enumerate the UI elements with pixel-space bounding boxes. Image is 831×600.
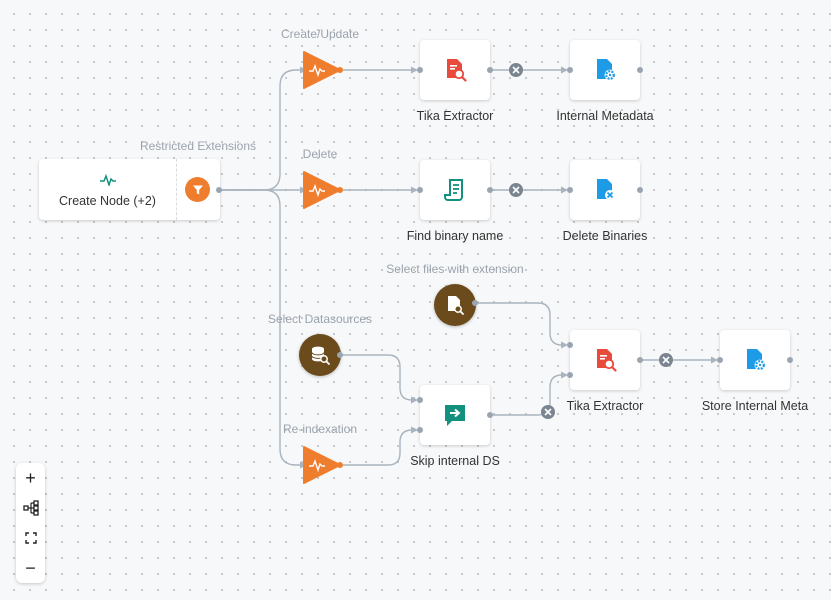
zoom-out-button[interactable]: −	[16, 553, 45, 583]
node-store-internal-meta-label: Store Internal Meta	[701, 399, 809, 413]
start-node-label: Create Node (+2)	[59, 194, 156, 208]
filter-button[interactable]	[185, 177, 210, 202]
node-tika-extractor-1-label: Tika Extractor	[416, 109, 494, 123]
node-select-files-with-extension[interactable]	[434, 284, 476, 326]
layout-tree-icon	[22, 500, 39, 516]
edge-select-ds-to-skip	[341, 354, 414, 401]
document-gear-icon	[747, 349, 766, 371]
remove-edge-button[interactable]	[659, 353, 673, 367]
delete-binaries-input-port[interactable]	[567, 187, 573, 193]
node-find-binary-name-label: Find binary name	[406, 229, 504, 243]
tika2-output-port[interactable]	[637, 357, 643, 363]
auto-layout-button[interactable]	[16, 493, 45, 523]
skip-output-port[interactable]	[487, 412, 493, 418]
node-internal-metadata[interactable]	[570, 40, 640, 100]
fit-view-button[interactable]	[16, 523, 45, 553]
plus-icon: +	[25, 468, 36, 488]
skip-input-port-top[interactable]	[417, 397, 423, 403]
edge-start-to-reindex-router	[220, 189, 303, 466]
tika2-input-port-bottom[interactable]	[567, 372, 573, 378]
internal-metadata-output-port[interactable]	[637, 67, 643, 73]
router-reindexation[interactable]	[302, 445, 342, 485]
node-select-datasources[interactable]	[299, 334, 341, 376]
router-create-output-port[interactable]	[337, 67, 343, 73]
tika1-output-port[interactable]	[487, 67, 493, 73]
store-meta-output-port[interactable]	[787, 357, 793, 363]
close-icon	[512, 66, 520, 74]
edge-label-create-update: Create/Update	[280, 27, 360, 41]
skip-input-port-bottom[interactable]	[417, 427, 423, 433]
canvas-controls: + −	[16, 463, 45, 583]
find-binary-input-port[interactable]	[417, 187, 423, 193]
node-find-binary-name[interactable]	[420, 160, 490, 220]
edge-label-select-files: Select files with extension	[386, 262, 524, 276]
start-output-port[interactable]	[216, 187, 222, 193]
edge-label-delete: Delete	[302, 147, 338, 161]
router-delete-output-port[interactable]	[337, 187, 343, 193]
tika2-input-port-top[interactable]	[567, 342, 573, 348]
scroll-icon	[444, 179, 463, 201]
close-icon	[512, 186, 520, 194]
start-node[interactable]: Create Node (+2)	[39, 159, 220, 220]
edge-reindex-router-to-skip	[340, 429, 414, 466]
node-delete-binaries[interactable]	[570, 160, 640, 220]
router-create-update[interactable]	[302, 50, 342, 90]
edge-select-files-to-tika2	[476, 302, 564, 346]
node-tika-extractor-2[interactable]	[570, 330, 640, 390]
document-search-icon	[597, 349, 617, 372]
find-binary-output-port[interactable]	[487, 187, 493, 193]
edge-label-reindexation: Re-indexation	[282, 422, 358, 436]
router-reindex-output-port[interactable]	[337, 462, 343, 468]
close-icon	[662, 356, 670, 364]
node-internal-metadata-label: Internal Metadata	[556, 109, 654, 123]
document-gear-icon	[597, 59, 616, 81]
activity-icon	[100, 174, 116, 186]
edge-label-restricted-extensions: Restricted Extensions	[139, 139, 257, 153]
document-delete-icon	[597, 179, 615, 200]
file-search-icon	[448, 296, 464, 315]
store-meta-input-port[interactable]	[717, 357, 723, 363]
select-datasources-output-port[interactable]	[337, 352, 343, 358]
fit-view-icon	[24, 532, 37, 544]
close-icon	[544, 408, 552, 416]
zoom-in-button[interactable]: +	[16, 463, 45, 493]
activity-icon	[309, 458, 325, 473]
filter-icon	[192, 185, 203, 194]
node-tika-extractor-2-label: Tika Extractor	[566, 399, 644, 413]
node-delete-binaries-label: Delete Binaries	[562, 229, 648, 243]
node-tika-extractor-1[interactable]	[420, 40, 490, 100]
minus-icon: −	[25, 558, 36, 578]
remove-edge-button[interactable]	[509, 183, 523, 197]
node-store-internal-meta[interactable]	[720, 330, 790, 390]
router-delete[interactable]	[302, 170, 342, 210]
delete-binaries-output-port[interactable]	[637, 187, 643, 193]
activity-icon	[309, 183, 325, 198]
node-skip-internal-ds-label: Skip internal DS	[410, 454, 500, 468]
database-search-icon	[311, 346, 330, 365]
edge-start-to-create-router	[220, 69, 303, 191]
edge-label-select-datasources: Select Datasources	[267, 312, 373, 326]
document-search-icon	[447, 59, 467, 82]
skip-icon	[445, 405, 465, 426]
start-node-body[interactable]: Create Node (+2)	[39, 159, 177, 220]
select-files-output-port[interactable]	[472, 300, 478, 306]
remove-edge-button[interactable]	[541, 405, 555, 419]
internal-metadata-input-port[interactable]	[567, 67, 573, 73]
remove-edge-button[interactable]	[509, 63, 523, 77]
tika1-input-port[interactable]	[417, 67, 423, 73]
node-skip-internal-ds[interactable]	[420, 385, 490, 445]
activity-icon	[309, 63, 325, 78]
